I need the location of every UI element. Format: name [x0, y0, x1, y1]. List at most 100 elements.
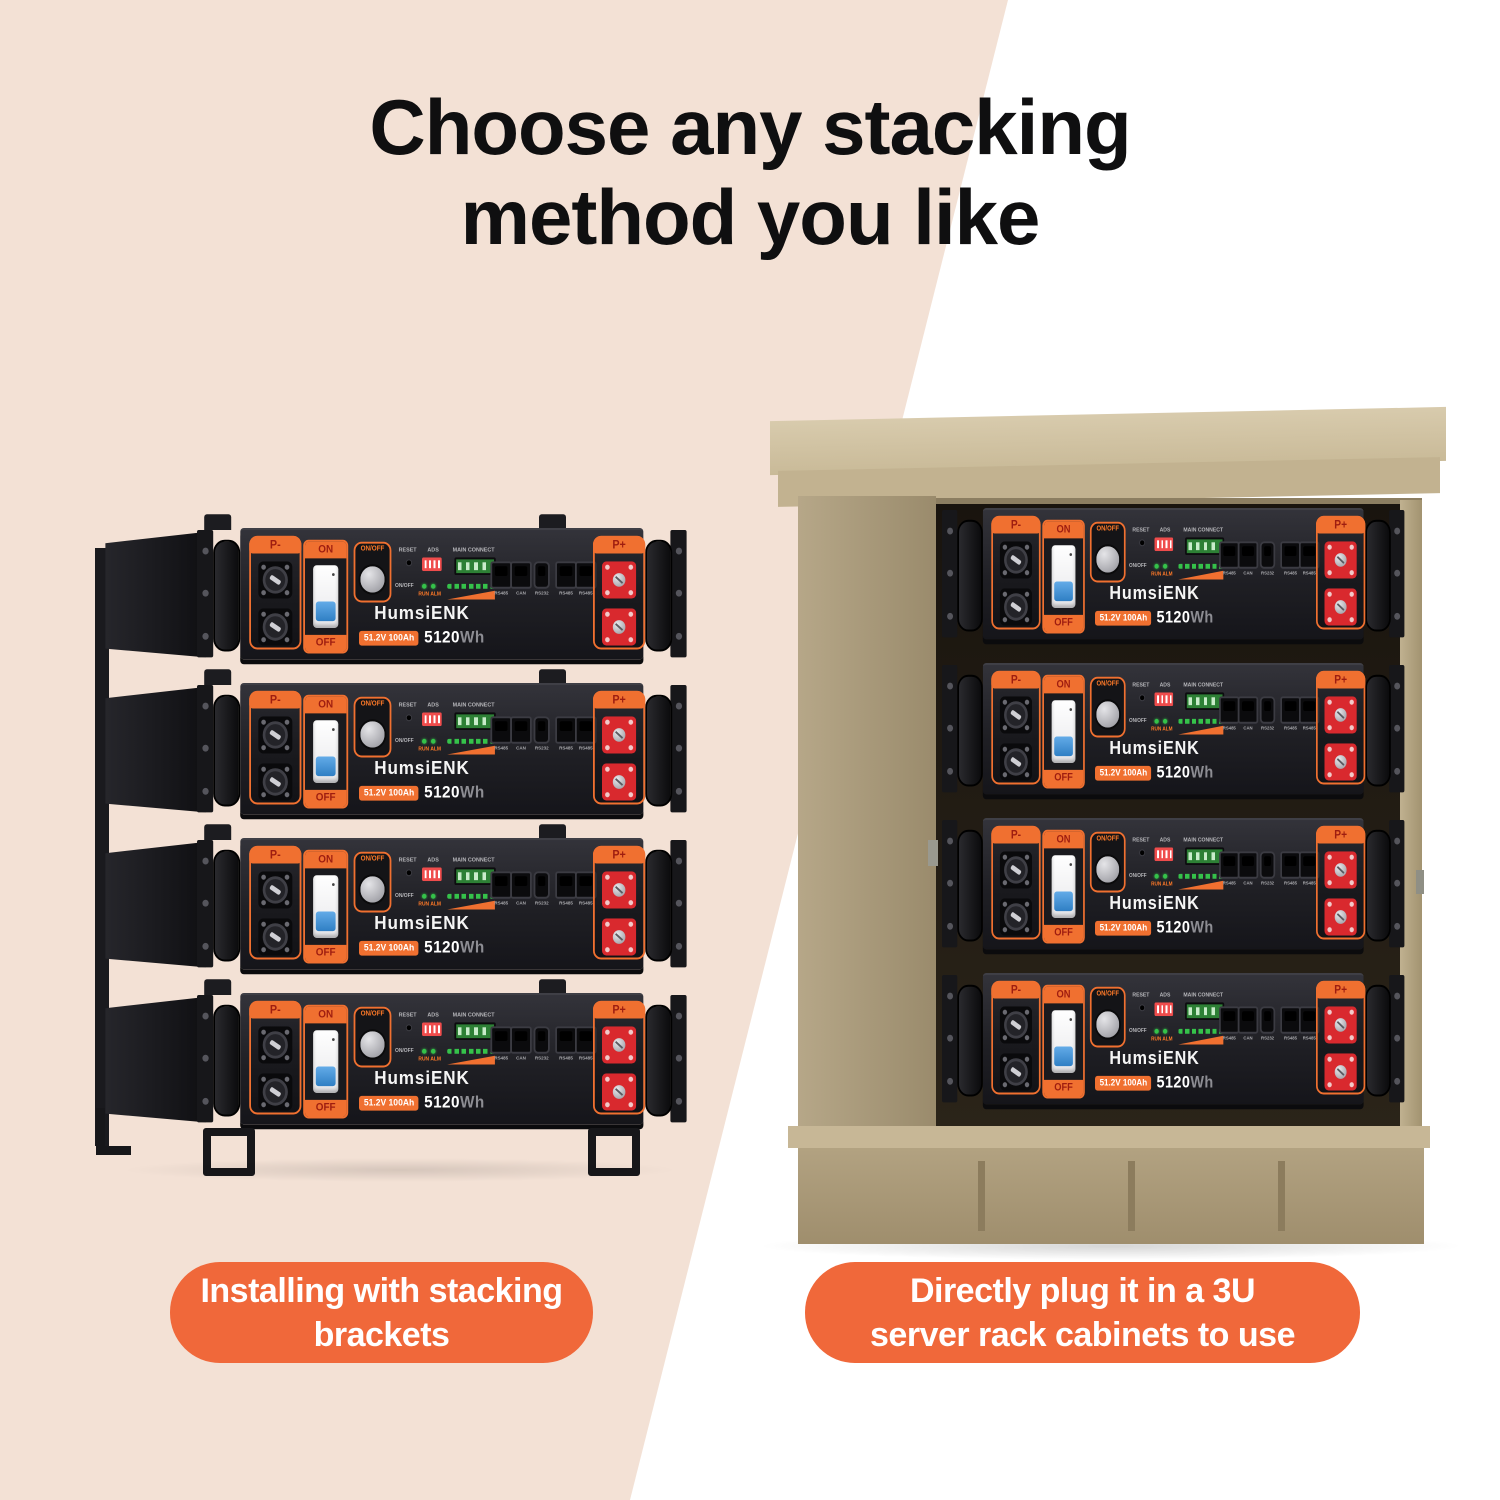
port-label: CAN	[1243, 570, 1253, 577]
negative-terminal-section: P-	[991, 515, 1041, 630]
ads-label: ADS	[427, 1012, 439, 1019]
brand-logo: HumsiENK	[374, 758, 470, 780]
status-led	[422, 1048, 427, 1054]
breaker-on-label: ON	[1044, 676, 1084, 694]
stacking-bracket-tab	[204, 669, 232, 685]
dip-switch	[1154, 537, 1174, 552]
rack-ear-right	[670, 529, 687, 658]
dc-connector-negative	[258, 1026, 293, 1064]
port-rs485	[490, 561, 512, 589]
rack-ear-right	[1389, 819, 1405, 948]
capacity-wedge	[447, 745, 495, 755]
caption-stacking-brackets: Installing with stacking brackets	[170, 1262, 593, 1363]
main-connect-terminal	[454, 712, 496, 731]
port-label: CAN	[516, 590, 526, 597]
status-led	[1163, 1028, 1168, 1034]
status-led-label: ON/OFF	[395, 737, 414, 744]
port-rs232	[1259, 1006, 1276, 1034]
positive-terminal-section: P+	[593, 845, 646, 960]
dc-connector-positive	[602, 1073, 637, 1111]
status-led-label: ON/OFF	[1129, 872, 1147, 879]
spec-badge-row: 51.2V 100Ah 5120Wh	[1053, 1073, 1257, 1093]
spec-badge-row: 51.2V 100Ah 5120Wh	[1053, 608, 1257, 628]
status-led	[422, 738, 427, 744]
spec-badge-row: 51.2V 100Ah 5120Wh	[314, 938, 530, 958]
dc-connector-positive	[1324, 696, 1357, 734]
port-rs485	[555, 561, 577, 589]
status-led	[422, 893, 427, 899]
rating-badge: 51.2V 100Ah	[359, 630, 419, 646]
ads-label: ADS	[427, 547, 439, 554]
breaker-rocker	[313, 720, 339, 783]
positive-terminal-label: P+	[1316, 670, 1366, 689]
rack-ear-right	[1389, 509, 1405, 638]
rack-ear-left	[942, 819, 958, 948]
reset-label: RESET	[398, 547, 417, 554]
power-button: ON/OFF	[353, 541, 392, 603]
port-label: RS485	[494, 1055, 509, 1062]
breaker-switch: ON OFF	[1042, 519, 1085, 634]
dc-connector-negative	[999, 898, 1033, 936]
dc-connector-negative	[258, 763, 293, 801]
status-led	[431, 738, 436, 744]
port-rs485	[1299, 1006, 1320, 1034]
status-led	[1154, 1028, 1159, 1034]
positive-terminal-label: P+	[1316, 515, 1366, 534]
port-label: CAN	[1243, 1035, 1253, 1042]
positive-terminal-label: P+	[1316, 825, 1366, 844]
power-knob	[1094, 544, 1121, 575]
port-can	[510, 561, 532, 589]
breaker-switch: ON OFF	[1042, 674, 1085, 789]
breaker-rocker	[313, 875, 339, 938]
ads-label: ADS	[1159, 837, 1171, 844]
port-label: RS232	[1261, 570, 1275, 577]
capacity-wedge	[447, 1055, 495, 1065]
port-label: RS485	[1222, 1035, 1236, 1042]
reset-pinhole	[1139, 1004, 1146, 1012]
port-label: RS485	[494, 900, 509, 907]
breaker-switch: ON OFF	[303, 849, 349, 964]
run-alm-label: RUN ALM	[1151, 1036, 1173, 1043]
cabinet-base-lip	[788, 1126, 1430, 1148]
capacity-wedge	[1178, 570, 1224, 580]
main-connect-label: MAIN CONNECT	[452, 547, 495, 554]
reset-pinhole	[405, 869, 413, 877]
handle-left	[213, 1004, 241, 1117]
reset-pinhole	[405, 1024, 413, 1032]
port-label: RS485	[494, 745, 509, 752]
handle-right	[1365, 984, 1391, 1097]
rack-ear-left	[197, 529, 214, 658]
stack-shadow	[120, 1158, 680, 1182]
brand-logo: HumsiENK	[374, 1068, 470, 1090]
negative-terminal-section: P-	[249, 1000, 302, 1115]
port-rs232	[1259, 696, 1276, 724]
port-label: RS485	[1302, 725, 1316, 732]
run-alm-label: RUN ALM	[418, 746, 442, 753]
port-can	[1237, 696, 1259, 724]
status-led	[1154, 873, 1159, 879]
rack-ear-right	[1389, 664, 1405, 793]
port-label: RS232	[534, 1055, 549, 1062]
capacity-led-row	[447, 738, 495, 744]
breaker-rocker	[313, 1030, 339, 1093]
caption-right-line-2: server rack cabinets to use	[870, 1315, 1295, 1354]
negative-terminal-label: P-	[991, 825, 1041, 844]
port-label: RS485	[1222, 725, 1236, 732]
title-line-2: method you like	[460, 173, 1041, 261]
rack-ear-left	[197, 684, 214, 813]
port-label: RS485	[1283, 570, 1298, 577]
ads-label: ADS	[427, 857, 439, 864]
reset-label: RESET	[1132, 992, 1150, 999]
port-rs485	[575, 561, 597, 589]
caption-right-line-1: Directly plug it in a 3U	[909, 1271, 1256, 1310]
rack-ear-left	[197, 994, 214, 1123]
port-label: CAN	[516, 745, 526, 752]
port-label: RS232	[534, 900, 549, 907]
port-can	[1237, 1006, 1259, 1034]
port-label: RS485	[578, 590, 593, 597]
negative-terminal-label: P-	[991, 980, 1041, 999]
battery-module: P- ON OFF ON/OFF RESET ADS MAIN CONNECT …	[105, 979, 687, 1125]
port-rs232	[1259, 851, 1276, 879]
brand-logo: HumsiENK	[1109, 1048, 1200, 1070]
